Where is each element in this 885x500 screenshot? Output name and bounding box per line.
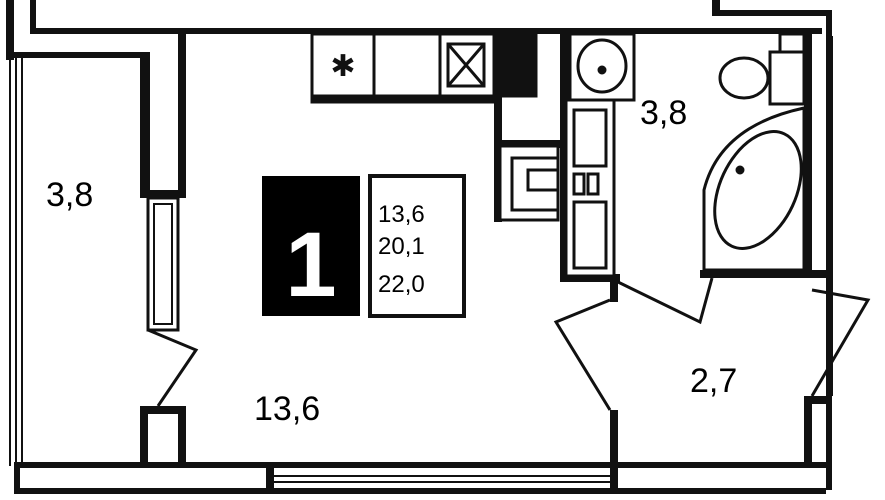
bathroom-cabinet bbox=[564, 98, 616, 278]
walls bbox=[6, 0, 832, 494]
fridge-icon: ✱ bbox=[330, 49, 355, 84]
svg-text:✱: ✱ bbox=[330, 49, 355, 84]
balcony-door bbox=[146, 196, 199, 407]
apartment-badge: 1 13,6 20,1 22,0 bbox=[262, 174, 466, 318]
living-area: 13,6 bbox=[378, 201, 425, 228]
washing-machine-icon bbox=[498, 144, 560, 222]
toilet-icon bbox=[718, 32, 806, 106]
bottom-window bbox=[274, 475, 610, 483]
balcony-area-label: 3,8 bbox=[46, 176, 93, 214]
hall-doors bbox=[553, 277, 871, 411]
bathroom-area-label: 3,8 bbox=[640, 94, 687, 132]
bathtub-icon bbox=[702, 106, 806, 272]
rooms-count: 1 bbox=[285, 214, 336, 316]
stove-icon bbox=[446, 32, 538, 98]
total-area: 20,1 bbox=[378, 233, 425, 260]
hallway-area-label: 2,7 bbox=[690, 362, 737, 400]
area-box bbox=[368, 174, 466, 318]
living-room-area-label: 13,6 bbox=[254, 390, 320, 428]
sink-icon bbox=[568, 32, 636, 102]
area-with-balcony: 22,0 bbox=[378, 271, 425, 298]
badge-background bbox=[262, 176, 360, 316]
balcony-window bbox=[9, 58, 23, 466]
